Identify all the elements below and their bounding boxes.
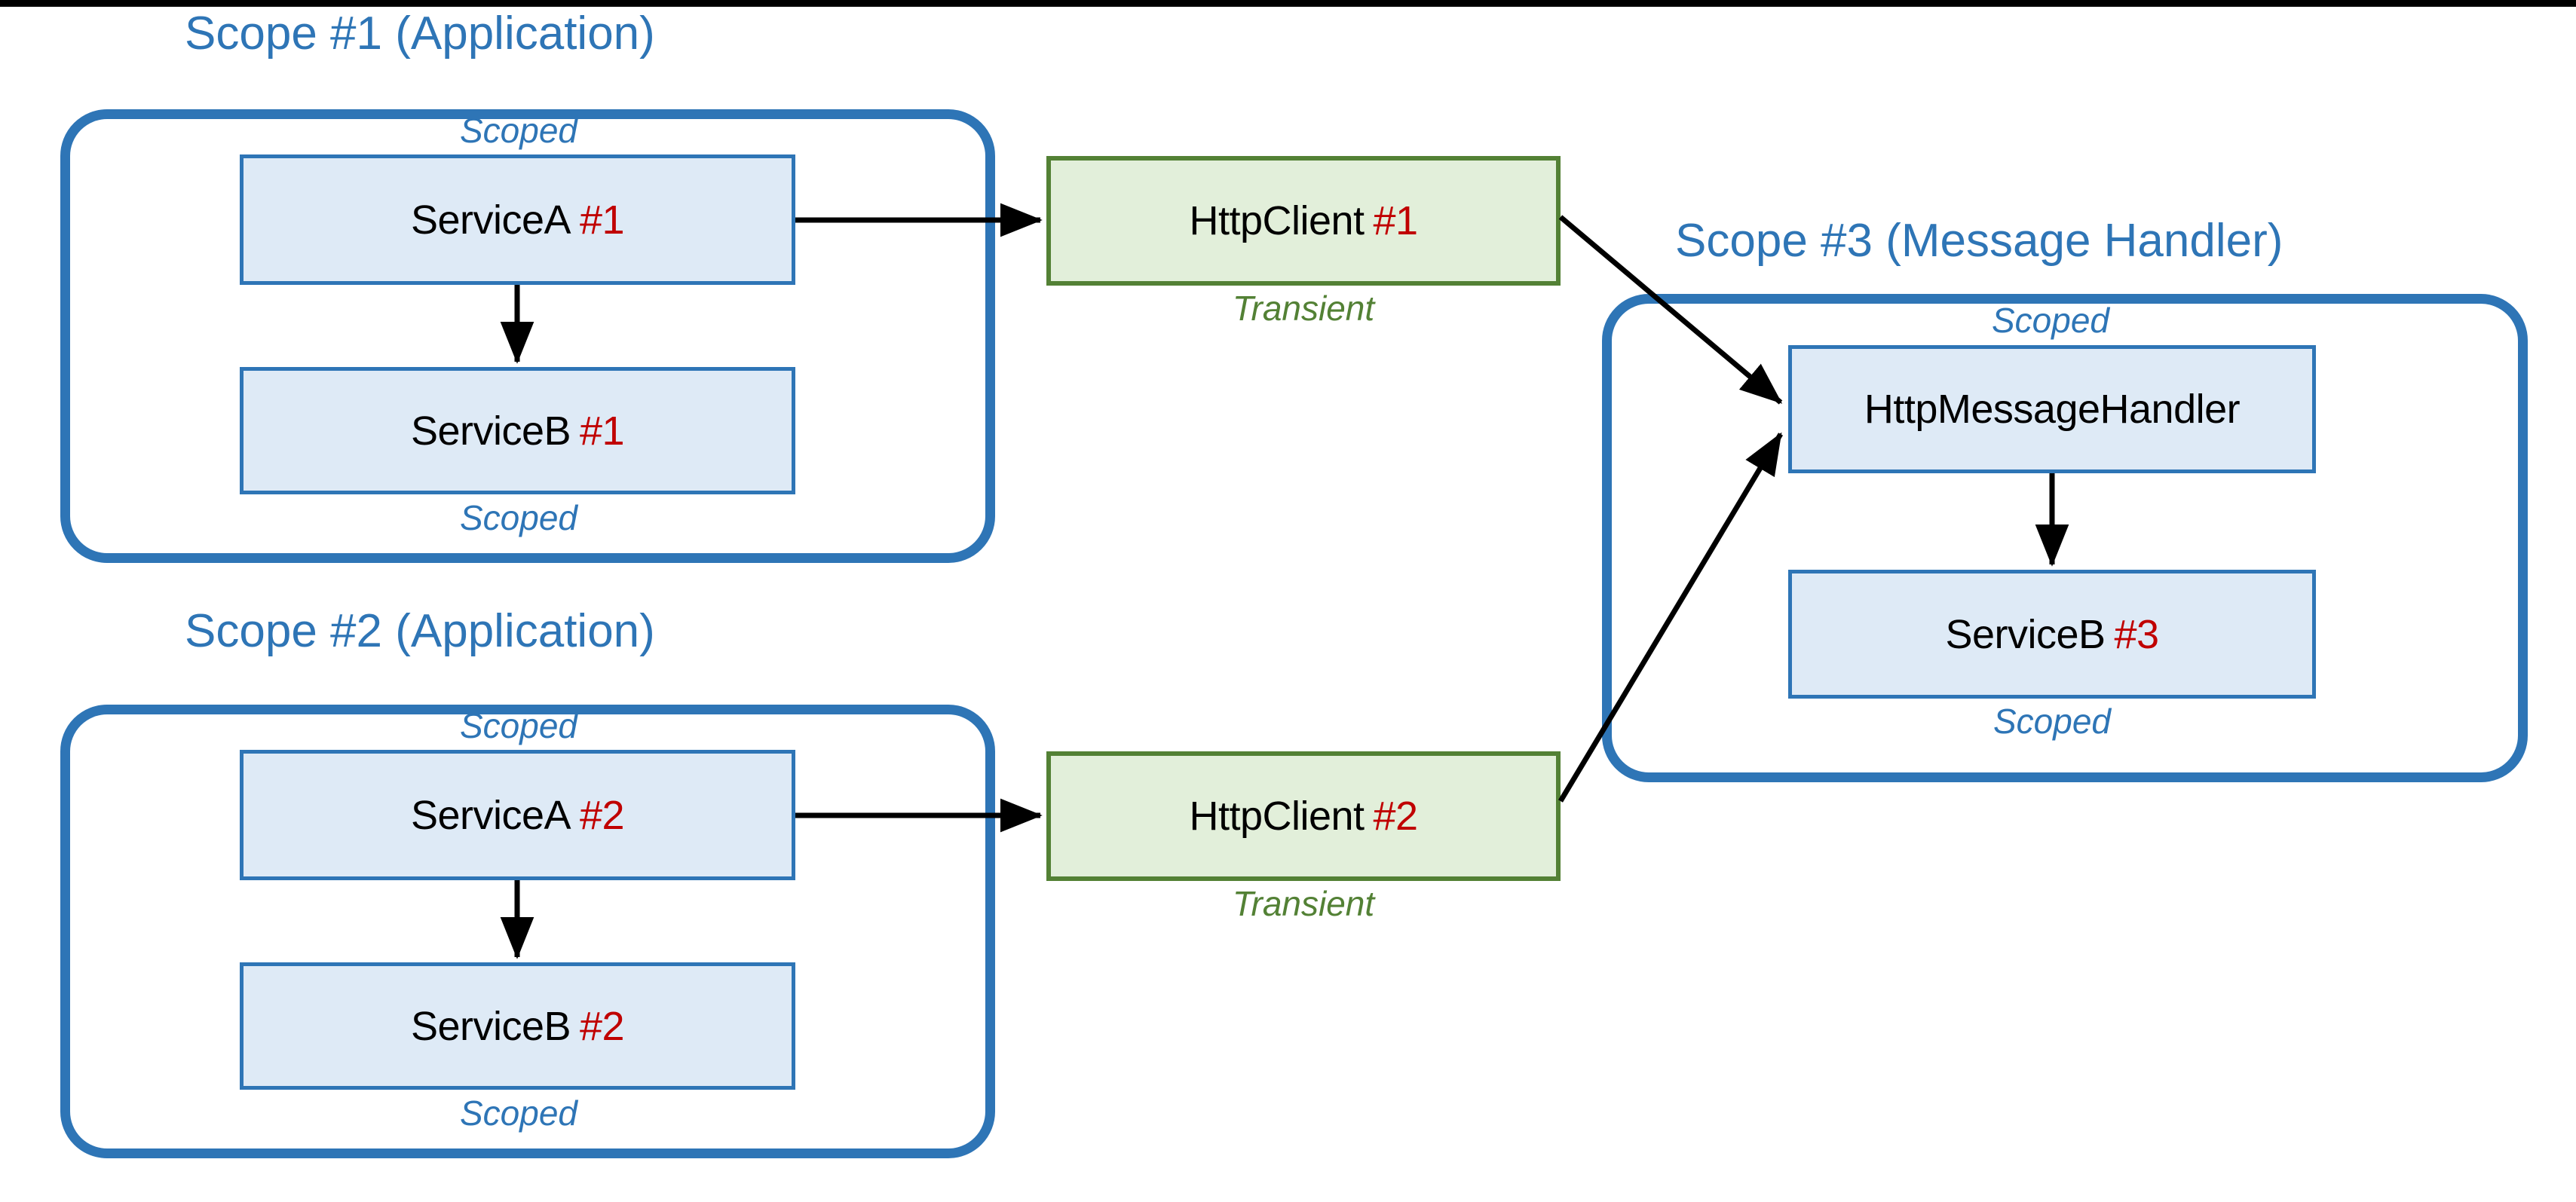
- top-black-band: [0, 0, 2576, 7]
- node-httpmessagehandler[interactable]: HttpMessageHandler: [1788, 345, 2316, 473]
- node-serviceB-2-number: #2: [579, 1003, 625, 1049]
- serviceA-1-caption-scoped: Scoped: [459, 111, 577, 150]
- serviceB-1-caption-scoped: Scoped: [459, 498, 577, 537]
- node-serviceA-1-label: ServiceA: [410, 197, 571, 243]
- scope-3-title: Scope #3 (Message Handler): [1675, 215, 2283, 267]
- node-serviceB-1-number: #1: [579, 408, 625, 454]
- node-serviceB-2-label: ServiceB: [410, 1003, 571, 1049]
- handler-3-caption-scoped: Scoped: [1991, 301, 2109, 340]
- node-httpclient-2-number: #2: [1373, 794, 1418, 839]
- node-httpclient-1-number: #1: [1373, 198, 1418, 243]
- node-serviceB-2[interactable]: ServiceB#2: [240, 962, 795, 1090]
- serviceB-3-caption-scoped: Scoped: [1992, 702, 2111, 741]
- node-serviceA-2-number: #2: [579, 792, 625, 838]
- scope-1-title: Scope #1 (Application): [185, 8, 655, 60]
- node-serviceA-2[interactable]: ServiceA#2: [240, 750, 795, 880]
- scope-2-title: Scope #2 (Application): [185, 605, 655, 657]
- node-httpmessagehandler-label: HttpMessageHandler: [1864, 387, 2241, 432]
- node-serviceB-1-label: ServiceB: [410, 408, 571, 454]
- node-httpclient-1[interactable]: HttpClient#1: [1046, 156, 1561, 286]
- scope-2-container: [60, 705, 995, 1158]
- serviceB-2-caption-scoped: Scoped: [459, 1093, 577, 1133]
- httpclient-2-caption-transient: Transient: [1232, 884, 1375, 923]
- node-httpclient-2-label: HttpClient: [1189, 794, 1365, 839]
- httpclient-1-caption-transient: Transient: [1232, 289, 1375, 328]
- node-serviceA-1-number: #1: [579, 197, 625, 243]
- scope-1-container: [60, 109, 995, 563]
- node-httpclient-2[interactable]: HttpClient#2: [1046, 751, 1561, 881]
- node-serviceB-3-label: ServiceB: [1945, 611, 2106, 657]
- node-httpclient-1-label: HttpClient: [1189, 198, 1365, 243]
- node-serviceB-3-number: #3: [2114, 611, 2159, 657]
- node-serviceA-1[interactable]: ServiceA#1: [240, 154, 795, 285]
- node-serviceB-1[interactable]: ServiceB#1: [240, 367, 795, 494]
- node-serviceB-3[interactable]: ServiceB#3: [1788, 570, 2316, 699]
- serviceA-2-caption-scoped: Scoped: [459, 706, 577, 745]
- node-serviceA-2-label: ServiceA: [410, 792, 571, 838]
